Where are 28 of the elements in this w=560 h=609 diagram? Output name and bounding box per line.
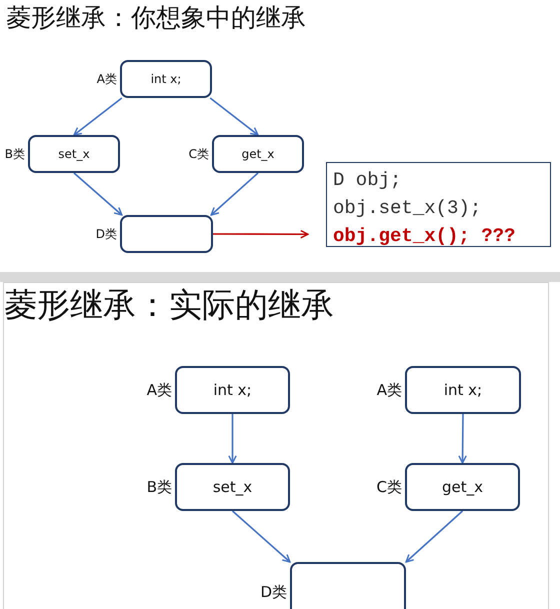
code-box: D obj; obj.set_x(3); obj.get_x(); ??? xyxy=(326,162,551,247)
class-box: int x; xyxy=(405,366,521,414)
arrow xyxy=(73,97,122,136)
arrow xyxy=(213,230,309,239)
title: 菱形继承：实际的继承 xyxy=(4,284,334,326)
arrow xyxy=(210,97,259,136)
class-label: A类 xyxy=(376,380,402,400)
class-box: int x; xyxy=(175,366,290,414)
class-label: C类 xyxy=(376,476,402,498)
class-box: int x; xyxy=(120,60,212,98)
class-label: B类 xyxy=(4,146,25,162)
class-label: B类 xyxy=(146,476,172,498)
class-label: A类 xyxy=(146,380,172,400)
class-box: set_x xyxy=(175,463,290,511)
arrow xyxy=(405,510,464,563)
class-label: A类 xyxy=(96,70,117,88)
arrow xyxy=(458,414,467,464)
arrow xyxy=(210,172,259,216)
class-box: get_x xyxy=(405,463,520,511)
arrow xyxy=(232,510,291,563)
class-box: set_x xyxy=(28,135,120,173)
class-label: D类 xyxy=(94,226,117,242)
class-label: D类 xyxy=(259,582,287,602)
title: 菱形继承：你想象中的继承 xyxy=(6,2,306,34)
arrow xyxy=(73,172,123,216)
class-box: get_x xyxy=(212,135,304,173)
arrow xyxy=(228,414,237,464)
class-label: C类 xyxy=(188,146,209,162)
